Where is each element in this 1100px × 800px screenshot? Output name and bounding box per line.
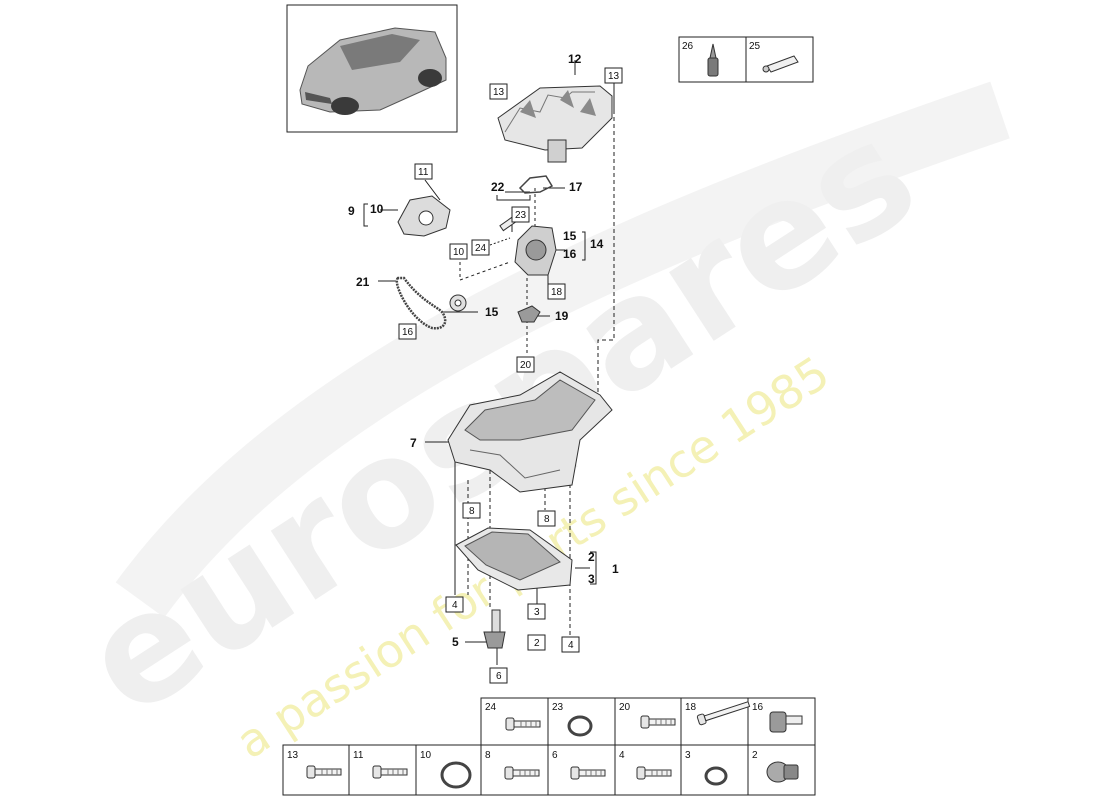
boxed-20: 20 (520, 360, 532, 371)
boxed-callouts: 13 13 11 23 24 10 18 16 20 8 8 4 3 2 4 6 (398, 67, 623, 684)
boxed-16: 16 (402, 327, 414, 338)
boxed-3: 3 (534, 607, 540, 618)
callout-7: 7 (410, 436, 417, 450)
callout-15: 15 (563, 229, 577, 243)
drain-plug-icon (766, 761, 799, 783)
lower-oil-pan-part (455, 527, 573, 591)
fastener-legend: 24 23 20 18 16 13 11 10 8 6 4 3 2 (282, 697, 816, 796)
boxed-18: 18 (551, 287, 563, 298)
drain-sensor-part (483, 609, 506, 649)
legend-row2-num-4: 4 (619, 750, 625, 761)
legend-row1-num-20: 20 (619, 702, 631, 713)
boxed-2: 2 (534, 638, 540, 649)
grease-tube-icon (762, 55, 799, 73)
callout-9: 9 (348, 204, 355, 218)
oil-baffle-part (497, 85, 613, 163)
boxed-11: 11 (418, 167, 429, 178)
boxed-10: 10 (453, 247, 465, 258)
callout-15b: 15 (485, 305, 499, 319)
long-bolt-icon (696, 701, 751, 726)
legend-row2-num-2: 2 (752, 750, 758, 761)
legend-row2-num-6: 6 (552, 750, 558, 761)
legend-row2-num-10: 10 (420, 750, 432, 761)
drive-chain-part (395, 276, 447, 330)
chain-tensioner-part (397, 195, 451, 237)
boxed-24: 24 (475, 243, 487, 254)
seal-ring-icon (704, 766, 728, 786)
callout-19: 19 (555, 309, 569, 323)
seal-ring-icon (567, 715, 593, 737)
callout-5: 5 (452, 635, 459, 649)
boxed-6: 6 (496, 671, 502, 682)
callout-17: 17 (569, 180, 583, 194)
legend-row1-num-23: 23 (552, 702, 564, 713)
top-legend: 26 25 (678, 36, 814, 83)
boxed-8a: 8 (469, 506, 475, 517)
boxed-4a: 4 (452, 600, 458, 611)
callout-16: 16 (563, 247, 577, 261)
oil-pickup-part (517, 305, 541, 323)
legend-26-num: 26 (682, 41, 694, 52)
legend-row1-num-24: 24 (485, 702, 497, 713)
callout-22: 22 (491, 180, 505, 194)
callout-labels: 12 22 17 9 10 15 14 16 21 15 19 7 2 1 3 … (348, 52, 619, 649)
vehicle-thumbnail (286, 4, 458, 133)
legend-row2-num-3: 3 (685, 750, 691, 761)
sprocket-part (449, 294, 467, 312)
boxed-8b: 8 (544, 514, 550, 525)
oil-pump-part (499, 214, 557, 276)
callout-1: 1 (612, 562, 619, 576)
leader-lines (363, 60, 615, 665)
car-suv-thumbnail (299, 27, 447, 115)
legend-row2-num-13: 13 (287, 750, 299, 761)
boxed-4b: 4 (568, 640, 574, 651)
callout-3: 3 (588, 572, 595, 586)
boxed-23: 23 (515, 210, 527, 221)
legend-row1-num-16: 16 (752, 702, 764, 713)
flange-bolt-icon (769, 711, 803, 733)
legend-row2-num-11: 11 (353, 750, 364, 761)
boxed-13b: 13 (608, 71, 620, 82)
legend-row1-num-18: 18 (685, 702, 697, 713)
sealant-bottle-icon (707, 43, 719, 77)
boxed-13a: 13 (493, 87, 505, 98)
upper-oil-pan-part (447, 371, 613, 493)
callout-2: 2 (588, 550, 595, 564)
callout-12: 12 (568, 52, 582, 66)
callout-10: 10 (370, 202, 384, 216)
o-ring-icon (440, 761, 472, 789)
legend-row2-num-8: 8 (485, 750, 491, 761)
callout-21: 21 (356, 275, 370, 289)
callout-14: 14 (590, 237, 604, 251)
legend-25-num: 25 (749, 41, 761, 52)
gasket-part (518, 175, 554, 194)
